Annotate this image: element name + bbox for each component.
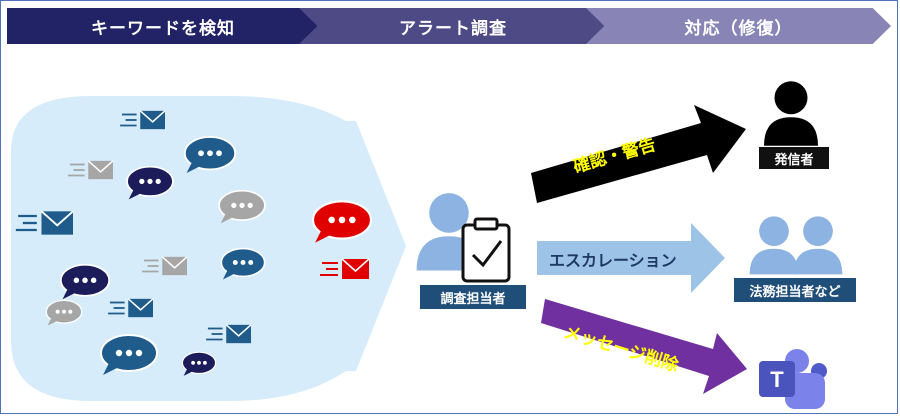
- confirm-warn-arrow: [531, 105, 746, 203]
- flagged-mail-icon: [319, 257, 371, 281]
- delete-message-arrow: [541, 299, 747, 394]
- step-response-remediation: 対応（修復）: [586, 8, 891, 44]
- escalation-label: エスカレーション: [549, 247, 677, 271]
- step-label: キーワードを検知: [91, 18, 235, 39]
- investigator-label: 調査担当者: [419, 284, 527, 310]
- step-label: 対応（修復）: [684, 18, 793, 39]
- step-label: アラート調査: [399, 18, 507, 39]
- investigator-label-text: 調査担当者: [440, 291, 506, 307]
- teams-icon: T: [759, 349, 827, 409]
- sender-label: 発信者: [759, 147, 829, 169]
- escalation-arrow: [537, 223, 725, 293]
- legal-staff-icon: [749, 216, 843, 275]
- step-keyword-detection: キーワードを検知: [7, 8, 319, 44]
- svg-text:T: T: [770, 367, 784, 392]
- escalation-text: エスカレーション: [549, 251, 677, 270]
- sender-label-text: 発信者: [774, 152, 814, 168]
- sender-person-icon: [764, 81, 818, 146]
- legal-staff-label: 法務担当者など: [733, 277, 857, 303]
- clipboard-icon: [461, 217, 511, 283]
- step-alert-investigation: アラート調査: [299, 8, 607, 44]
- legal-staff-label-text: 法務担当者など: [749, 284, 841, 300]
